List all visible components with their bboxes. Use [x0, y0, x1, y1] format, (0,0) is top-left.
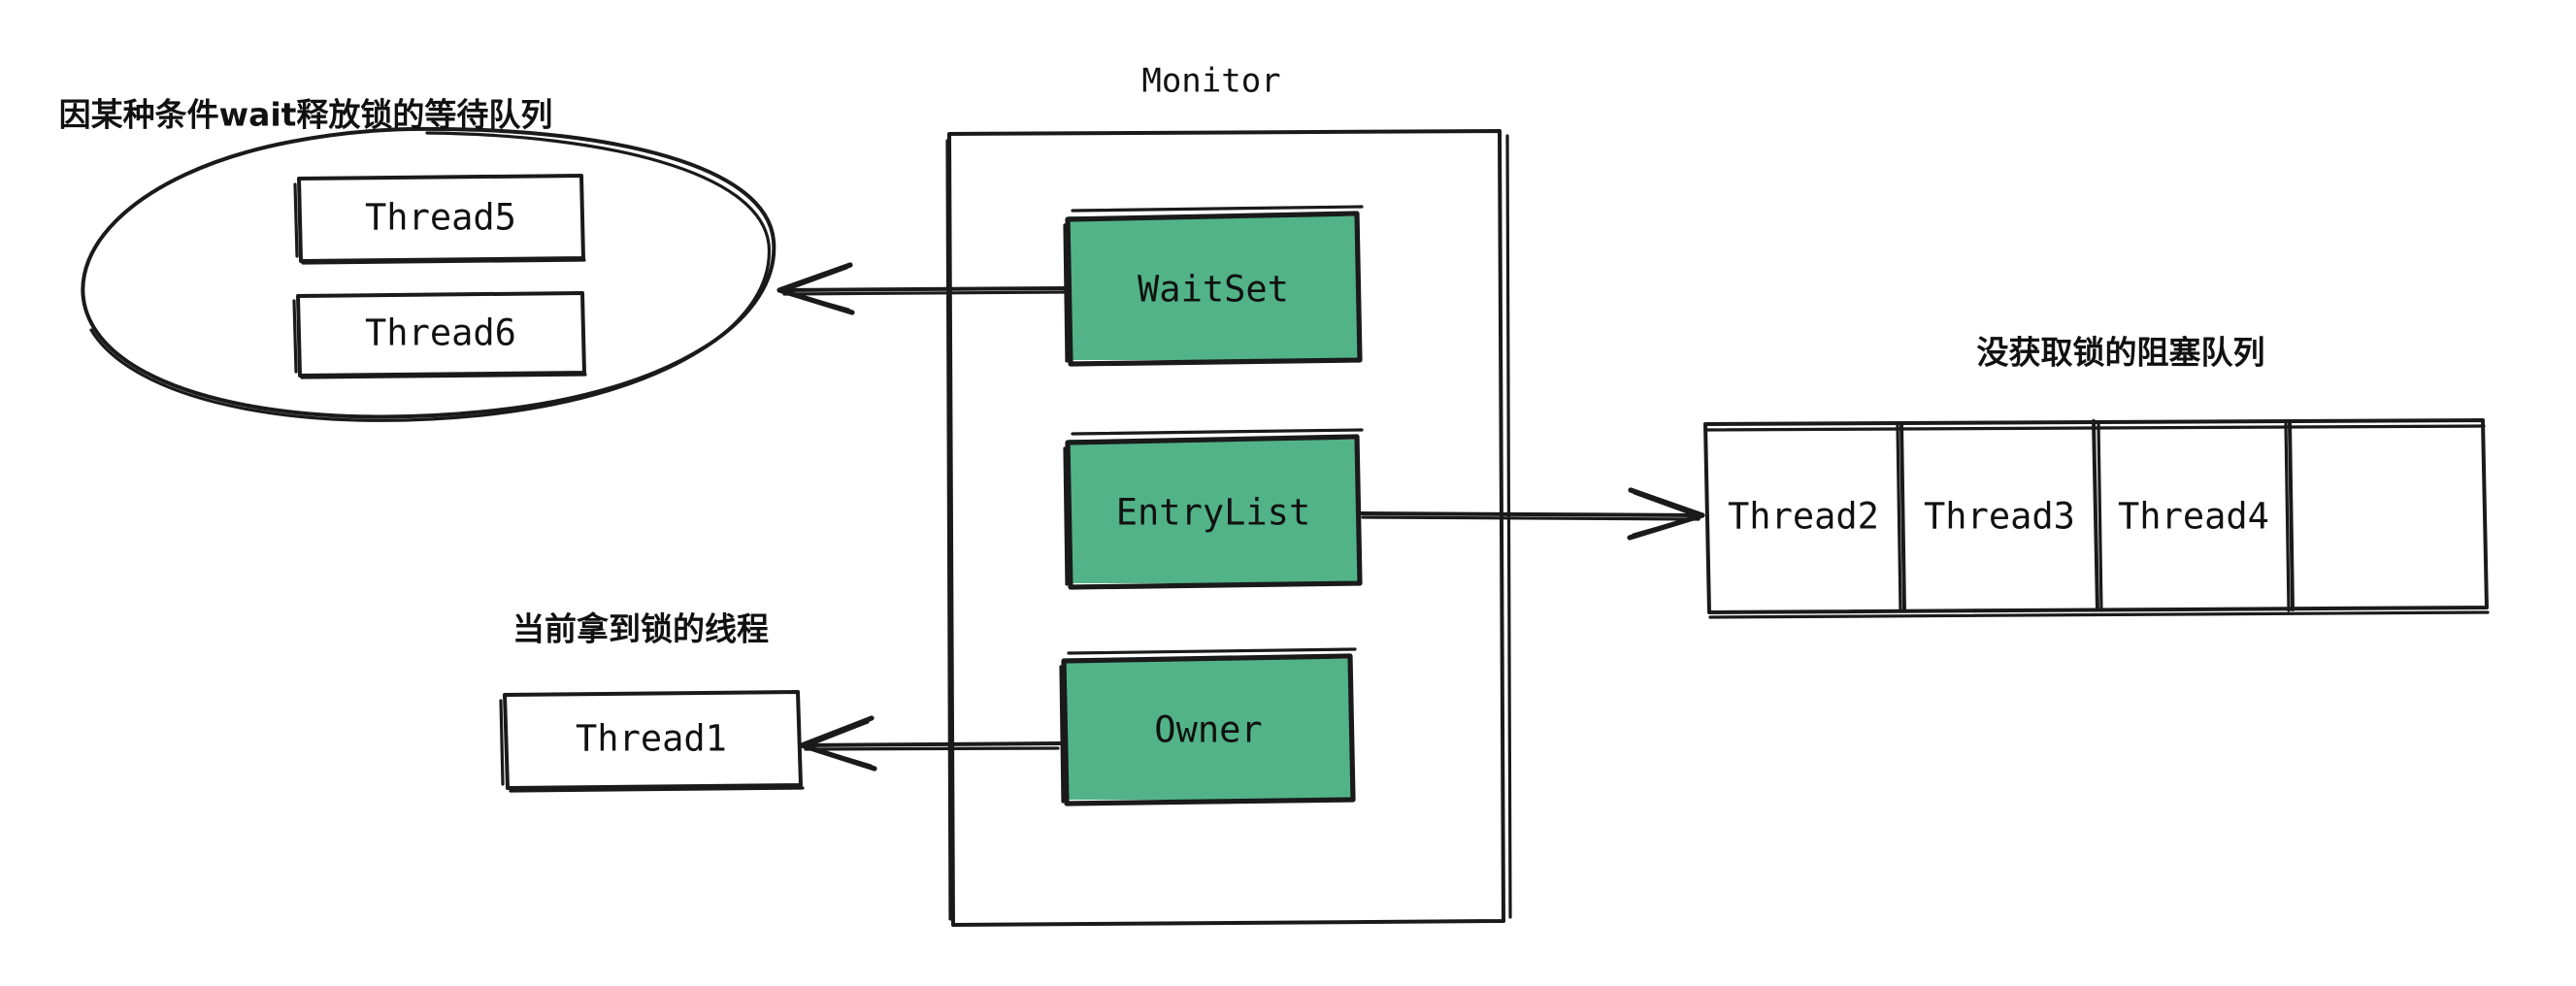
- wait-queue-thread-label: Thread5: [365, 197, 516, 239]
- wait-queue-group: Thread5 Thread6: [81, 126, 776, 422]
- owner-outline: [1061, 653, 1356, 806]
- waitset-fill: [1069, 216, 1358, 360]
- owner-to-thread1-arrow: [799, 715, 1062, 772]
- waitset-outline: [1065, 211, 1363, 367]
- entrylist-outline: [1065, 434, 1363, 590]
- blocked-queue-caption: 没获取锁的阻塞队列: [1977, 334, 2265, 372]
- blocked-queue-cell-label: Thread3: [1924, 496, 2075, 538]
- entrylist-label: EntryList: [1116, 492, 1310, 534]
- wait-queue-thread-box: Thread5: [293, 174, 586, 265]
- owner-thread-box: Thread1: [499, 690, 805, 793]
- entrylist-outline-sketch: [1063, 428, 1364, 586]
- blocked-queue-cell-label: Thread2: [1728, 496, 1879, 538]
- waitset-outline-sketch: [1063, 205, 1364, 363]
- monitor-title: Monitor: [1141, 62, 1280, 101]
- wait-queue-ellipse: [81, 126, 776, 419]
- owner-outline-sketch: [1059, 647, 1357, 804]
- waitset-field: WaitSet: [1063, 205, 1364, 367]
- owner-field: Owner: [1059, 647, 1357, 806]
- monitor-box: [945, 129, 1512, 927]
- wait-queue-caption: 因某种条件wait释放锁的等待队列: [59, 96, 553, 134]
- entrylist-fill: [1069, 440, 1358, 583]
- waitset-label: WaitSet: [1138, 269, 1289, 311]
- wait-queue-thread-label: Thread6: [365, 312, 516, 354]
- wait-queue-ellipse-sketch: [89, 131, 771, 422]
- owner-label: Owner: [1154, 709, 1262, 751]
- owner-fill: [1065, 659, 1351, 800]
- blocked-queue-table: Thread2 Thread3 Thread4: [1703, 418, 2490, 619]
- owner-thread-label: Thread1: [576, 718, 727, 760]
- blocked-queue-cell-label: Thread4: [2118, 496, 2269, 538]
- entrylist-to-blocked-queue-arrow: [1359, 487, 1705, 541]
- wait-queue-thread-box: Thread6: [292, 291, 587, 379]
- owner-thread-caption: 当前拿到锁的线程: [512, 610, 769, 648]
- waitset-to-wait-queue-arrow: [776, 262, 1068, 315]
- entrylist-field: EntryList: [1063, 428, 1364, 590]
